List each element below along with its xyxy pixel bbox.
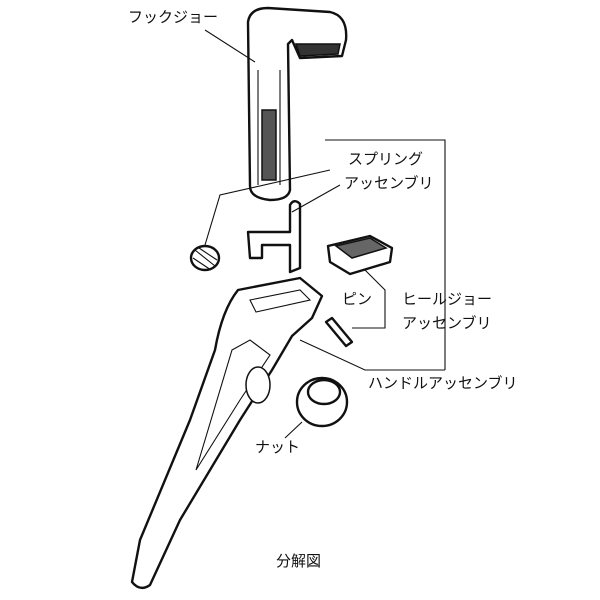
label-pin: ピン xyxy=(342,290,372,308)
leader-spring-assembly xyxy=(291,184,341,213)
label-handle-assembly: ハンドルアッセンブリ xyxy=(368,374,518,392)
leader-hook-jaw xyxy=(204,29,256,63)
label-hook-jaw: フックジョー xyxy=(128,8,218,26)
label-heel-jaw-2: アッセンブリ xyxy=(402,314,492,332)
pin-part xyxy=(324,316,354,348)
label-heel-jaw-1: ヒールジョー xyxy=(402,290,492,308)
heel-jaw-part xyxy=(326,234,394,276)
leader-heel-jaw xyxy=(352,269,386,329)
bracket-line xyxy=(325,139,446,370)
caption: 分解図 xyxy=(276,552,321,570)
hook-jaw-part xyxy=(246,6,348,202)
leader-handle xyxy=(299,339,445,371)
handle-part xyxy=(130,276,324,590)
label-spring-assembly-1: スプリング xyxy=(348,150,423,168)
nut-part xyxy=(295,376,349,428)
label-nut: ナット xyxy=(255,438,300,456)
leader-spring xyxy=(204,169,331,246)
leader-nut xyxy=(284,421,303,439)
spring-assembly-part xyxy=(246,200,302,274)
label-spring-assembly-2: アッセンブリ xyxy=(344,174,434,192)
spring-part xyxy=(189,244,221,272)
